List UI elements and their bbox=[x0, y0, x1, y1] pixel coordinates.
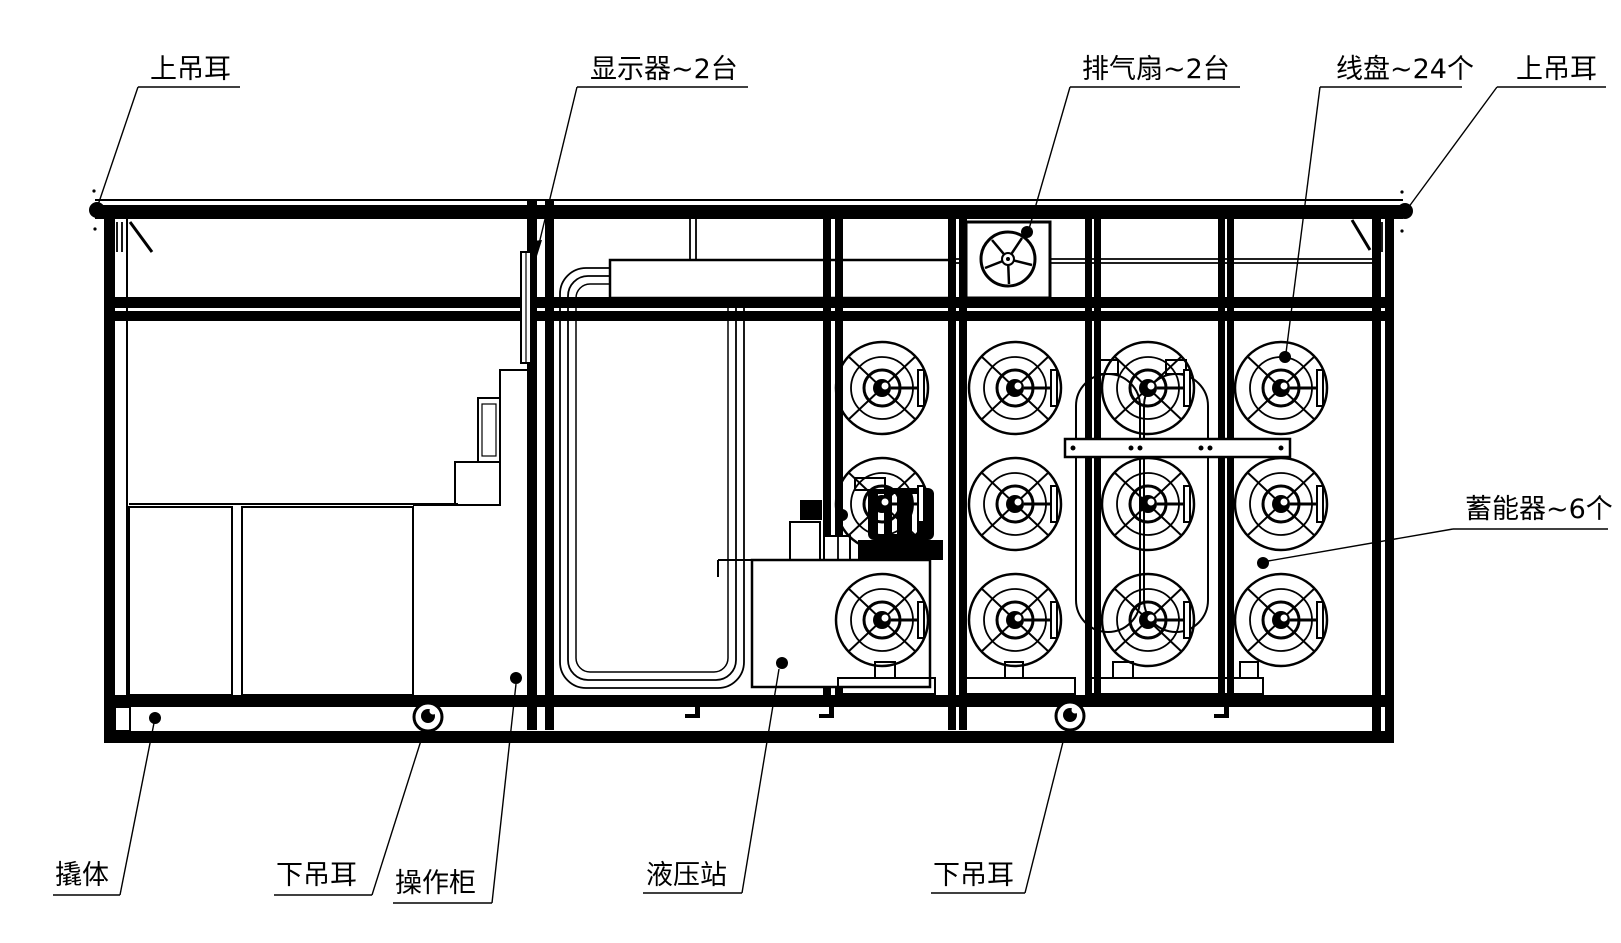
callout-exhaust-fan: 排气扇~2台 bbox=[1021, 54, 1240, 238]
callout-accumulator: 蓄能器~6个 bbox=[1257, 494, 1613, 569]
exhaust-fan-label: 排气扇~2台 bbox=[1082, 54, 1230, 85]
operation-cabinet-label: 操作柜 bbox=[395, 868, 476, 899]
callout-bottom-lug-left: 下吊耳 bbox=[274, 730, 425, 896]
leader-arrow bbox=[533, 240, 542, 256]
callout-display-monitor: 显示器~2台 bbox=[533, 54, 748, 256]
reel-rack bbox=[837, 437, 1292, 695]
callout-hydraulic-station: 液压站 bbox=[643, 657, 788, 894]
pipe-loop bbox=[559, 267, 745, 689]
callout-wire-reel: 线盘~24个 bbox=[1279, 54, 1474, 363]
callout-skid-body: 撬体 bbox=[53, 712, 161, 896]
exhaust-fan bbox=[964, 220, 1052, 300]
skid-base bbox=[104, 695, 1394, 743]
accumulator-label: 蓄能器~6个 bbox=[1465, 494, 1613, 525]
callout-top-lug-left: 上吊耳 bbox=[97, 54, 240, 206]
callout-bottom-lug-right: 下吊耳 bbox=[931, 729, 1067, 894]
callouts: 上吊耳 显示器~2台 排气扇~2台 线盘~24个 上吊耳 bbox=[53, 54, 1613, 904]
display-monitor bbox=[520, 251, 532, 364]
top-lug-right-label: 上吊耳 bbox=[1516, 54, 1597, 85]
top-duct bbox=[608, 258, 954, 300]
bottom-lifting-lug-left bbox=[412, 701, 444, 733]
frame-rails bbox=[95, 199, 1403, 321]
callout-top-lug-right: 上吊耳 bbox=[1407, 54, 1606, 209]
bottom-lifting-lug-right bbox=[1054, 700, 1086, 732]
top-lug-left-label: 上吊耳 bbox=[150, 54, 231, 85]
skid-machine bbox=[89, 189, 1413, 743]
display-monitor-label: 显示器~2台 bbox=[590, 54, 738, 85]
bottom-lug-left-label: 下吊耳 bbox=[276, 860, 357, 891]
callout-operation-cabinet: 操作柜 bbox=[393, 672, 522, 904]
hydraulic-station-label: 液压站 bbox=[646, 860, 727, 891]
wire-reel-label: 线盘~24个 bbox=[1336, 54, 1474, 85]
bottom-lug-right-label: 下吊耳 bbox=[933, 860, 1014, 891]
skid-body-label: 撬体 bbox=[55, 860, 109, 891]
